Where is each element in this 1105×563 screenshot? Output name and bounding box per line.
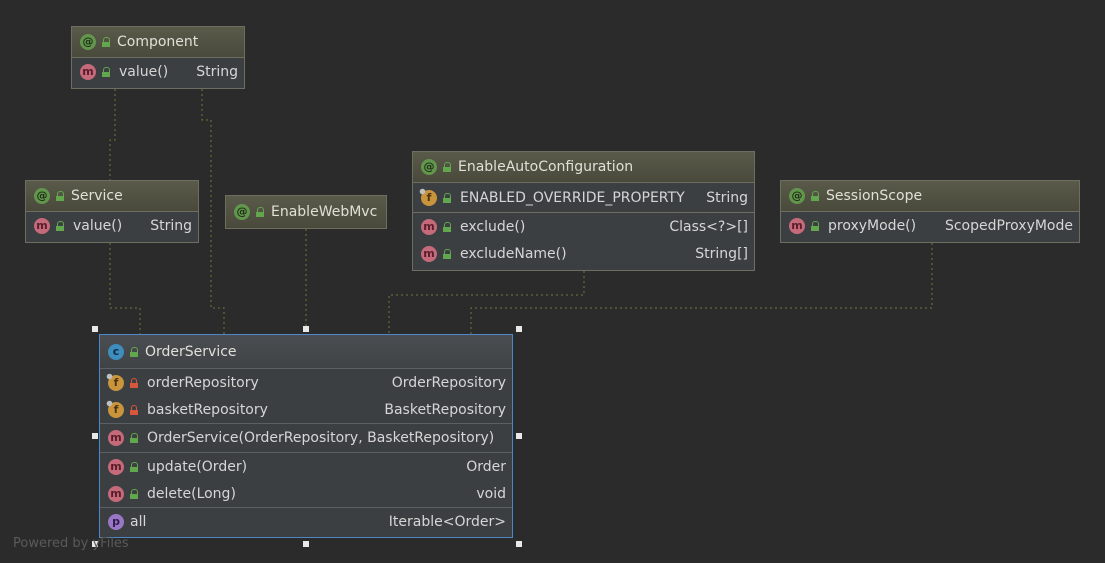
public-visibility-icon [129,433,139,443]
method-icon: m [108,485,124,502]
enablewebmvc-annotation-node[interactable]: @ EnableWebMvc [225,195,387,229]
property-row[interactable]: p all Iterable<Order> [100,508,512,535]
constructor-row[interactable]: m OrderService(OrderRepository, BasketRe… [100,424,512,452]
public-visibility-icon [442,162,452,172]
member-row[interactable]: m exclude() Class<?>[] [413,213,754,240]
annotation-icon: @ [421,159,437,175]
edge-service-orderservice [109,243,141,334]
field-row[interactable]: f orderRepository OrderRepository [100,369,512,396]
member-name: proxyMode() [828,217,917,234]
annotation-icon: @ [34,188,50,204]
property-name: all [130,513,147,530]
orderservice-class-node[interactable]: c OrderService f orderRepository OrderRe… [99,334,513,538]
method-icon: m [421,245,437,262]
field-type: String [706,189,748,206]
method-row[interactable]: m delete(Long) void [100,480,512,507]
public-visibility-icon [55,220,65,231]
method-name: delete(Long) [147,485,236,502]
field-type: OrderRepository [391,374,506,391]
field-type: BasketRepository [384,401,506,418]
member-name: value() [73,217,123,234]
enableautoconfiguration-annotation-node[interactable]: @ EnableAutoConfiguration f ENABLED_OVER… [412,151,755,271]
property-icon: p [108,513,124,530]
node-title: Component [117,34,199,50]
field-name: orderRepository [147,374,259,391]
public-visibility-icon [101,37,111,47]
node-title: EnableAutoConfiguration [458,159,634,175]
member-name: value() [119,63,169,80]
member-type: String [150,217,192,234]
public-visibility-icon [442,248,452,259]
member-row[interactable]: m proxyMode() ScopedProxyMode [781,212,1079,239]
edge-enableautoconfiguration-orderservice [388,271,585,334]
node-title: EnableWebMvc [271,204,378,220]
node-title: Service [71,188,123,204]
edge-component-service [109,89,116,180]
resize-handle-bottom-left[interactable] [92,541,98,547]
field-row[interactable]: f ENABLED_OVERRIDE_PROPERTY String [413,183,754,212]
member-name: exclude() [460,218,526,235]
method-icon: m [421,218,437,235]
resize-handle-left[interactable] [92,433,98,439]
method-icon: m [108,430,124,446]
watermark: Powered by yFiles [13,536,129,551]
method-type: void [476,485,506,502]
annotation-icon: @ [234,204,250,220]
public-visibility-icon [129,488,139,499]
sessionscope-annotation-node[interactable]: @ SessionScope m proxyMode() ScopedProxy… [780,180,1080,243]
public-visibility-icon [442,192,452,203]
resize-handle-bottom-right[interactable] [516,541,522,547]
public-visibility-icon [101,66,111,77]
member-name: excludeName() [460,245,567,262]
member-type: String [196,63,238,80]
resize-handle-top-right[interactable] [516,326,522,332]
member-type: Class<?>[] [669,218,748,235]
member-type: ScopedProxyMode [944,217,1073,234]
member-type: String[] [695,245,748,262]
resize-handle-bottom[interactable] [303,541,309,547]
resize-handle-top-left[interactable] [92,326,98,332]
annotation-icon: @ [80,34,96,50]
field-icon: f [108,401,124,418]
public-visibility-icon [810,220,820,231]
method-type: Order [466,458,506,475]
member-row[interactable]: m value() String [72,58,244,85]
field-name: basketRepository [147,401,268,418]
private-visibility-icon [129,377,139,388]
static-field-icon: f [421,189,437,206]
member-row[interactable]: m excludeName() String[] [413,240,754,267]
annotation-icon: @ [789,188,805,204]
edge-component-orderservice [201,89,225,334]
property-type: Iterable<Order> [388,513,506,530]
public-visibility-icon [129,461,139,472]
method-icon: m [108,458,124,475]
public-visibility-icon [810,191,820,201]
method-icon: m [34,217,50,234]
constructor-signature: OrderService(OrderRepository, BasketRepo… [147,430,495,446]
resize-handle-right[interactable] [516,433,522,439]
method-icon: m [80,63,96,80]
field-name: ENABLED_OVERRIDE_PROPERTY [460,189,685,206]
public-visibility-icon [129,346,139,357]
component-annotation-node[interactable]: @ Component m value() String [71,26,245,89]
method-icon: m [789,217,805,234]
field-row[interactable]: f basketRepository BasketRepository [100,396,512,423]
member-row[interactable]: m value() String [26,212,198,239]
class-icon: c [108,343,124,360]
public-visibility-icon [255,207,265,217]
public-visibility-icon [442,221,452,232]
public-visibility-icon [55,191,65,201]
node-title: SessionScope [826,188,923,204]
node-title: OrderService [145,343,237,360]
method-name: update(Order) [147,458,248,475]
field-icon: f [108,374,124,391]
resize-handle-top[interactable] [303,326,309,332]
private-visibility-icon [129,404,139,415]
method-row[interactable]: m update(Order) Order [100,453,512,480]
service-annotation-node[interactable]: @ Service m value() String [25,180,199,243]
